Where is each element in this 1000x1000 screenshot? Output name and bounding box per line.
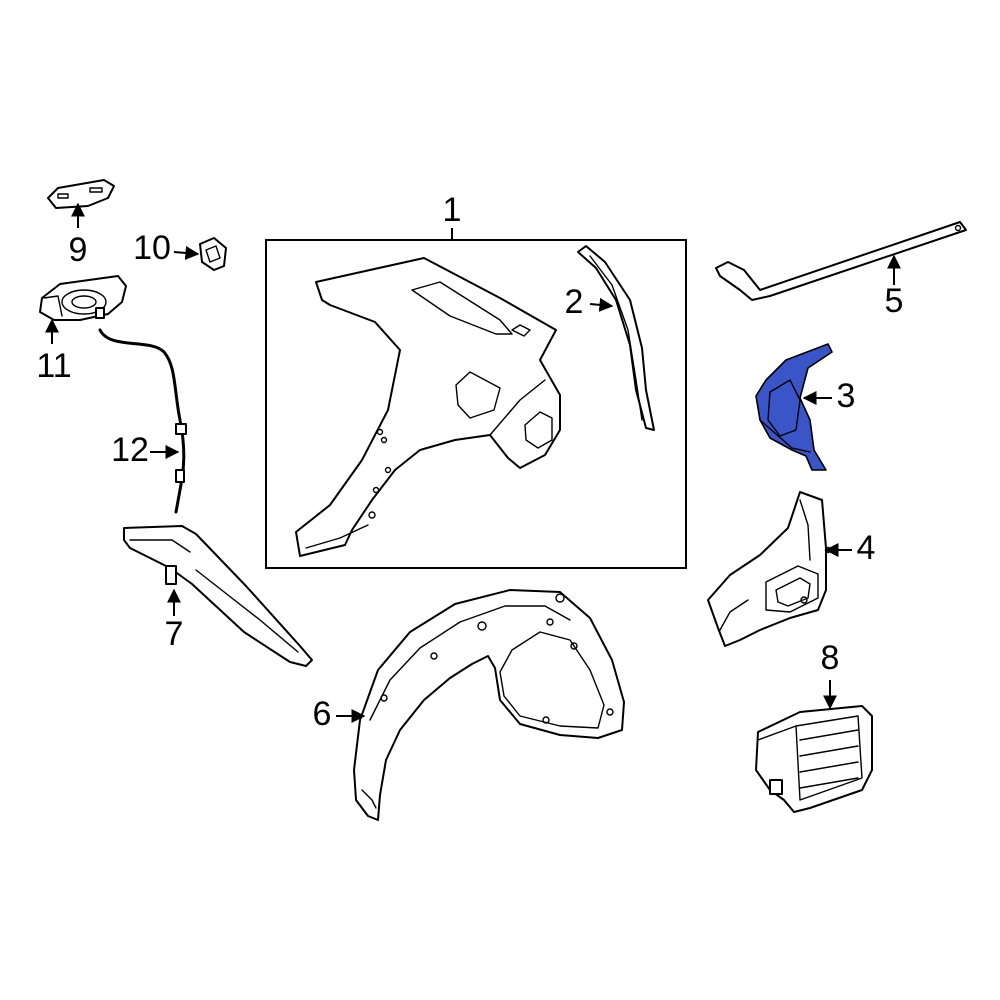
part-1-quarter-panel[interactable] — [295, 257, 561, 557]
leader-lines — [45, 202, 901, 723]
callout-9: 9 — [69, 231, 88, 269]
callout-7: 7 — [165, 615, 184, 653]
part-11-fuel-door-housing[interactable] — [39, 275, 127, 321]
part-10-clip[interactable] — [199, 237, 227, 271]
part-4-inner-panel[interactable] — [707, 491, 832, 647]
callout-6: 6 — [313, 695, 332, 733]
callout-3: 3 — [837, 377, 856, 415]
callout-4: 4 — [857, 529, 876, 567]
part-3-fill — [755, 343, 833, 471]
part-9-pad[interactable] — [47, 179, 115, 209]
part-3-highlighted-bracket[interactable] — [755, 343, 833, 471]
callout-5: 5 — [885, 282, 904, 320]
part-5-brace-rod[interactable] — [715, 221, 967, 301]
part-7-trim-plate[interactable] — [123, 525, 313, 667]
part-1-group-box — [265, 239, 687, 569]
callout-10: 10 — [133, 229, 171, 267]
callout-1: 1 — [443, 191, 462, 229]
callout-8: 8 — [821, 639, 840, 677]
part-2-trim-strip[interactable] — [577, 245, 655, 431]
callout-12: 12 — [111, 431, 149, 469]
callout-11: 11 — [36, 347, 71, 385]
callout-2: 2 — [565, 283, 584, 321]
part-12-release-cable[interactable] — [98, 328, 187, 514]
part-6-wheelhouse-liner[interactable] — [353, 589, 625, 821]
part-8-vent-grille[interactable] — [755, 705, 873, 813]
